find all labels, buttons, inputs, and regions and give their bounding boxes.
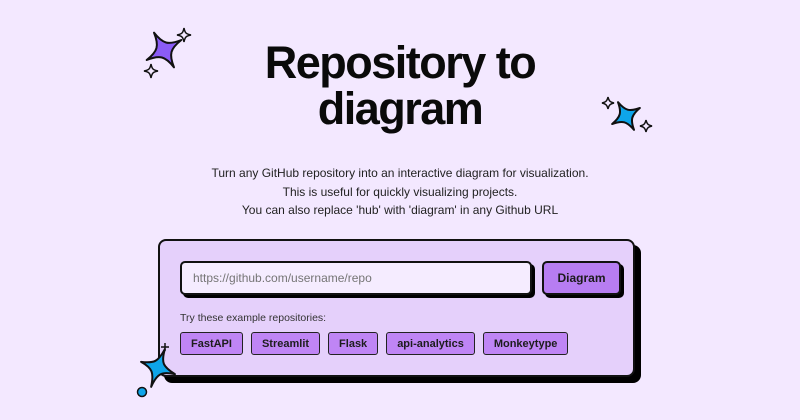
- example-api-analytics-button[interactable]: api-analytics: [386, 332, 475, 355]
- page-title: Repository to diagram: [0, 40, 800, 132]
- example-streamlit-button[interactable]: Streamlit: [250, 332, 321, 355]
- sparkle-blue-bottom-icon: [136, 343, 176, 398]
- title-line-2: diagram: [317, 83, 484, 134]
- description: Turn any GitHub repository into an inter…: [0, 164, 800, 202]
- repo-url-input[interactable]: [180, 261, 532, 295]
- description-line-2: This is useful for quickly visualizing p…: [282, 185, 518, 199]
- example-monkeytype-button[interactable]: Monkeytype: [482, 332, 569, 355]
- title-line-1: Repository to: [264, 37, 537, 88]
- repo-form-card: Diagram Try these example repositories: …: [158, 239, 635, 377]
- example-flask-button[interactable]: Flask: [328, 332, 379, 355]
- examples-label: Try these example repositories:: [180, 312, 327, 324]
- description-line-1: Turn any GitHub repository into an inter…: [211, 166, 589, 180]
- sparkle-blue-icon: [601, 96, 653, 133]
- example-fastapi-button[interactable]: FastAPI: [180, 332, 243, 355]
- example-repos: FastAPI Streamlit Flask api-analytics Mo…: [180, 332, 569, 355]
- url-tip: You can also replace 'hub' with 'diagram…: [241, 203, 559, 217]
- diagram-button[interactable]: Diagram: [542, 261, 621, 295]
- sparkle-purple-icon: [143, 27, 192, 79]
